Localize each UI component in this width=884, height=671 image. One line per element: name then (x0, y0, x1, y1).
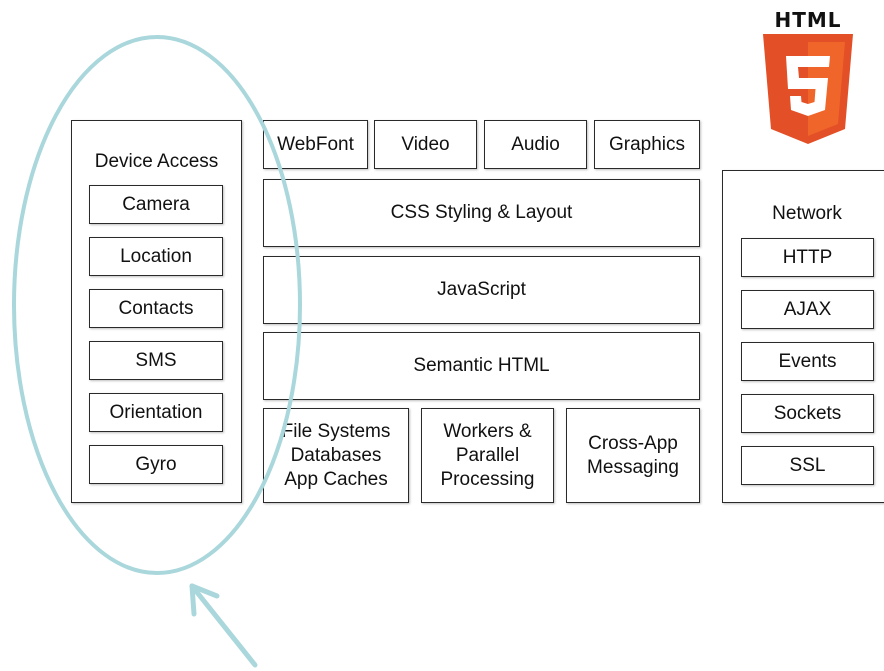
network-item-sockets: Sockets (741, 394, 874, 433)
device-item-location: Location (89, 237, 223, 276)
html5-shield-icon (763, 34, 853, 144)
network-title: Network (772, 203, 842, 224)
feature-video: Video (374, 120, 477, 169)
layer-semantic-html: Semantic HTML (263, 332, 700, 400)
html5-logo: HTML (758, 8, 858, 148)
device-item-contacts: Contacts (89, 289, 223, 328)
device-item-camera: Camera (89, 185, 223, 224)
device-item-orientation: Orientation (89, 393, 223, 432)
device-item-gyro: Gyro (89, 445, 223, 484)
feature-messaging: Cross-App Messaging (566, 408, 700, 503)
feature-webfont: WebFont (263, 120, 368, 169)
layer-css: CSS Styling & Layout (263, 179, 700, 247)
device-access-title: Device Access (94, 151, 219, 172)
network-item-ajax: AJAX (741, 290, 874, 329)
device-item-sms: SMS (89, 341, 223, 380)
feature-audio: Audio (484, 120, 587, 169)
feature-storage: File Systems Databases App Caches (263, 408, 409, 503)
feature-workers: Workers & Parallel Processing (421, 408, 554, 503)
network-item-http: HTTP (741, 238, 874, 277)
layer-javascript: JavaScript (263, 256, 700, 324)
feature-graphics: Graphics (594, 120, 700, 169)
network-item-ssl: SSL (741, 446, 874, 485)
logo-text: HTML (774, 8, 842, 32)
pointer-arrow (189, 583, 258, 668)
network-item-events: Events (741, 342, 874, 381)
